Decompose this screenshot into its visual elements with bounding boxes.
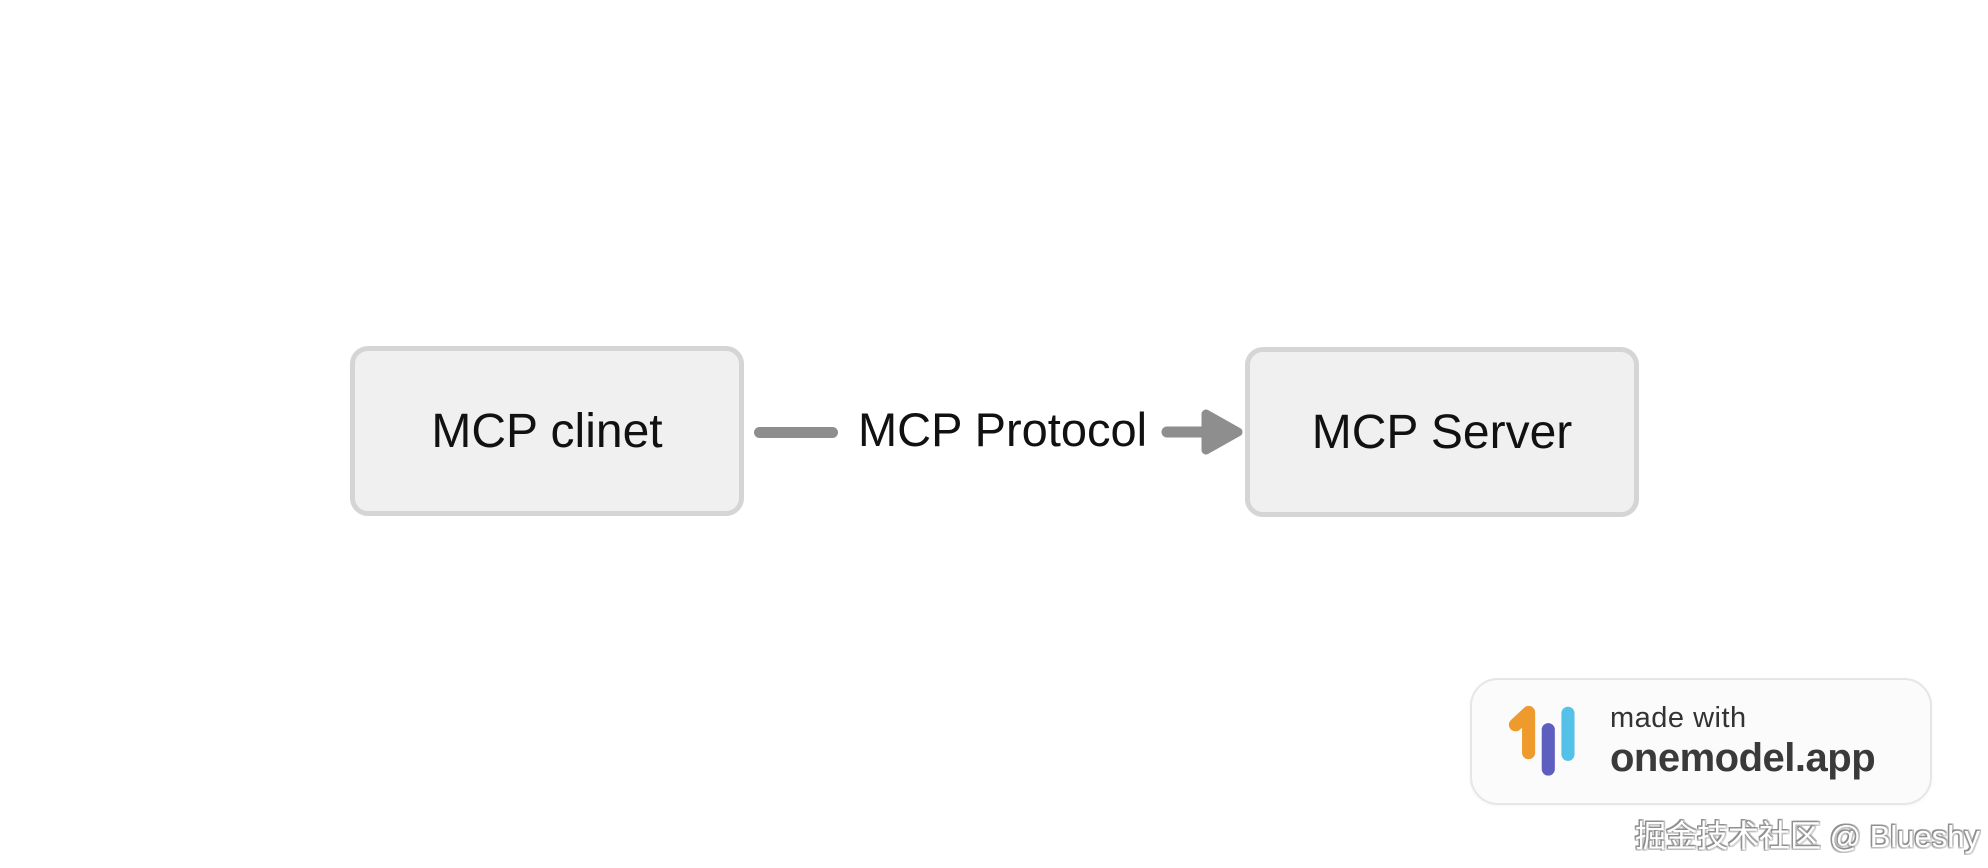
badge-app-name: onemodel.app (1610, 736, 1876, 780)
badge-made-with: made with (1610, 702, 1747, 734)
juejin-watermark: 掘金技术社区 @ Blueshy (1635, 819, 1980, 854)
edge-client-to-server: MCP Protocol (743, 347, 1245, 517)
edge-line-start (754, 426, 838, 438)
node-mcp-server-label: MCP Server (1311, 405, 1573, 459)
logo-bar-orange (1508, 705, 1536, 759)
edge-label: MCP Protocol (858, 402, 1148, 456)
onemodel-badge[interactable]: made with onemodel.app (1470, 678, 1932, 805)
badge-text: made with onemodel.app (1610, 702, 1876, 781)
node-mcp-client: MCP clinet (350, 346, 744, 516)
arrowhead (1201, 409, 1243, 455)
arrow-right-icon (1161, 409, 1243, 455)
node-mcp-client-label: MCP clinet (431, 404, 663, 458)
node-mcp-server: MCP Server (1245, 347, 1639, 517)
onemodel-logo-icon (1508, 705, 1575, 776)
